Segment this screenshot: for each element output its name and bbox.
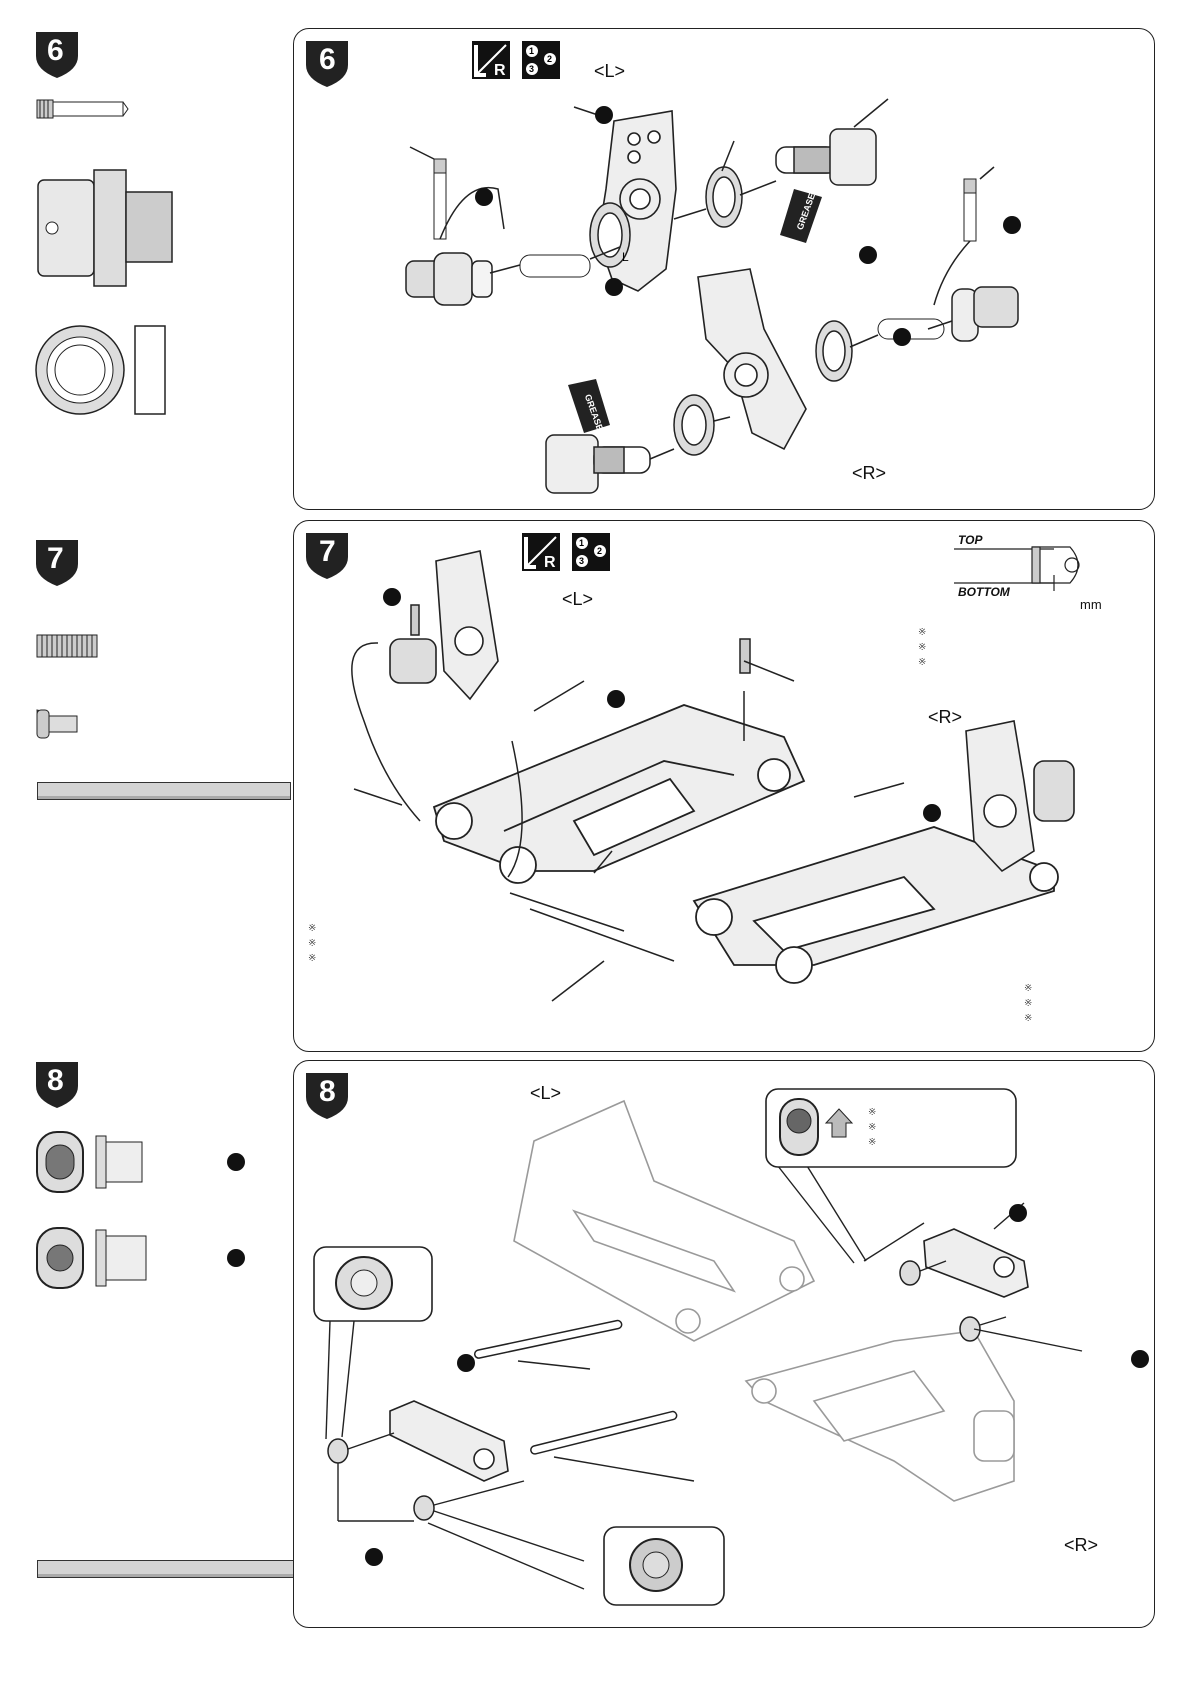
hub-right bbox=[952, 287, 1018, 341]
svg-text:1: 1 bbox=[579, 538, 584, 548]
sequence-icon: 1 2 3 bbox=[522, 41, 560, 79]
hub-carrier-right-7 bbox=[966, 721, 1074, 871]
step-8-panel: <L> <R> 8 ※※※ bbox=[293, 1060, 1155, 1628]
bushing-orientation-callout bbox=[766, 1089, 1016, 1167]
bearing-left-outer bbox=[706, 167, 742, 227]
step-number-8-left: 8 bbox=[47, 1064, 64, 1098]
axle-pin-right bbox=[878, 319, 944, 339]
bushing-detail-callout-left bbox=[314, 1247, 432, 1321]
hub-carrier-left-7 bbox=[390, 551, 498, 699]
step-number-6: 6 bbox=[319, 43, 336, 77]
svg-text:3: 3 bbox=[579, 556, 584, 566]
screw-right bbox=[964, 191, 976, 241]
step-number-7: 7 bbox=[319, 535, 336, 569]
svg-text:3: 3 bbox=[529, 64, 534, 74]
length-gauge-bar-7 bbox=[37, 782, 291, 800]
gauge-unit-label: mm bbox=[1080, 597, 1102, 612]
screw-part-icon bbox=[37, 100, 128, 118]
button-head-screw-part-icon bbox=[37, 710, 77, 738]
gauge-top-label: TOP bbox=[958, 533, 982, 547]
drive-cup-right bbox=[546, 435, 650, 493]
svg-text:R: R bbox=[544, 554, 556, 571]
svg-text:R: R bbox=[494, 62, 506, 79]
eccentric-bushing-part-icon-a bbox=[37, 1132, 142, 1192]
svg-text:2: 2 bbox=[547, 54, 552, 64]
hinge-pins bbox=[474, 1320, 677, 1455]
label-right-6: <R> bbox=[852, 463, 886, 484]
label-left-8: <L> bbox=[530, 1083, 561, 1104]
mount-block-front bbox=[390, 1401, 508, 1481]
label-left-6: <L> bbox=[594, 61, 625, 82]
axle-pin-left bbox=[520, 255, 590, 277]
step-7-panel: R 1 2 3 <L> <R> 7 TOP BOTTOM mm ※※※ ※※※ ※※… bbox=[293, 520, 1155, 1052]
bearing-part-icon bbox=[36, 326, 165, 414]
hub-left bbox=[406, 253, 492, 305]
bearing-right-outer bbox=[816, 321, 852, 381]
label-right-8: <R> bbox=[1064, 1535, 1098, 1556]
bushing-part-icon-b bbox=[37, 1228, 146, 1288]
part-indicator-dot-a bbox=[227, 1153, 245, 1171]
step-7-diagram bbox=[294, 521, 1154, 1051]
gauge-bottom-label: BOTTOM bbox=[958, 585, 1010, 599]
suspension-arm-right-faded bbox=[746, 1331, 1014, 1501]
note-marks-top: ※※※ bbox=[918, 625, 926, 670]
left-right-icon: R bbox=[472, 41, 510, 79]
suspension-arm-left bbox=[434, 705, 804, 883]
note-marks-left: ※※※ bbox=[308, 921, 316, 966]
step-6-diagram: GREASE bbox=[294, 29, 1154, 509]
step-number-6-left: 6 bbox=[47, 34, 64, 68]
left-right-icon-7: R bbox=[522, 533, 560, 571]
svg-text:1: 1 bbox=[529, 46, 534, 56]
step-number-7-left: 7 bbox=[47, 542, 64, 576]
part-indicator-dot-b bbox=[227, 1249, 245, 1267]
bearing-right-inner bbox=[674, 395, 714, 455]
note-marks-right: ※※※ bbox=[1024, 981, 1032, 1026]
part-letter-l: L bbox=[622, 250, 629, 264]
label-right-7: <R> bbox=[928, 707, 962, 728]
bushing-detail-callout-bottom bbox=[604, 1527, 724, 1605]
svg-text:2: 2 bbox=[597, 546, 602, 556]
step-number-8: 8 bbox=[319, 1075, 336, 1109]
set-screw-part-icon bbox=[37, 635, 97, 657]
label-left-7: <L> bbox=[562, 589, 593, 610]
callout-note-marks: ※※※ bbox=[868, 1105, 876, 1150]
sequence-icon-7: 1 2 3 bbox=[572, 533, 610, 571]
step-6-panel: GREASE bbox=[293, 28, 1155, 510]
step-8-diagram bbox=[294, 1061, 1154, 1627]
wheel-hub-part-icon bbox=[38, 170, 172, 286]
drive-cup-left bbox=[776, 129, 876, 185]
